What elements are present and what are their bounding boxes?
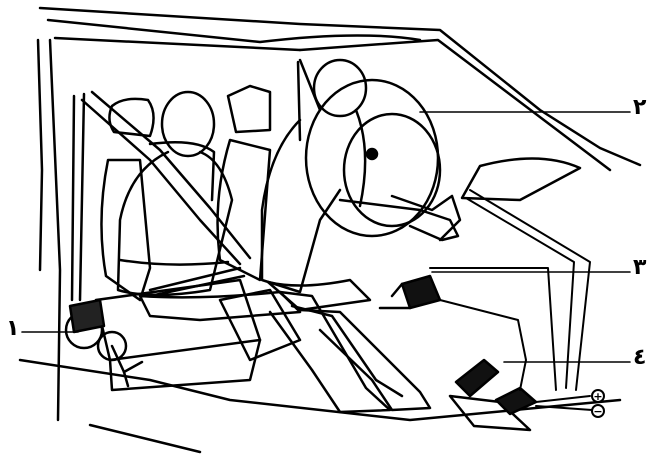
positive-terminal-label: + [593, 390, 602, 403]
driver-seat [218, 86, 300, 360]
callout-label-2: ٢ [633, 97, 646, 119]
wiring-harness [430, 190, 592, 410]
control-module [380, 276, 440, 308]
negative-terminal-label: − [593, 405, 602, 418]
passenger-seat [96, 142, 260, 390]
leader-lines [22, 112, 630, 362]
car-body-outline [20, 8, 640, 452]
callout-label-3: ٣ [633, 257, 646, 279]
passenger-dummy [118, 92, 402, 412]
callout-label-1: ١ [6, 318, 19, 340]
driver-airbag [306, 80, 440, 236]
terminal-symbols: + − [592, 390, 604, 418]
callout-label-4: ٤ [633, 347, 646, 369]
